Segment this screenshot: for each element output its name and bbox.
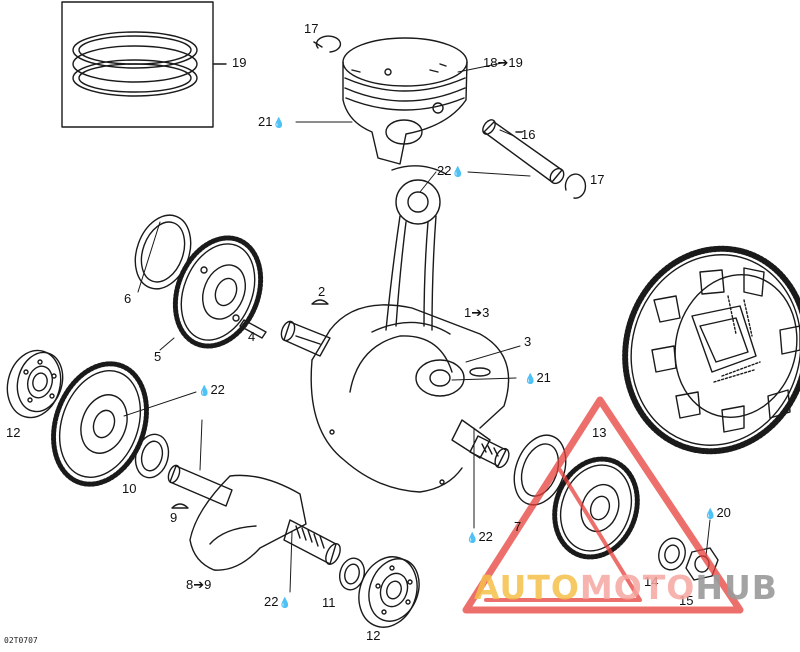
callout-19: 19 <box>232 55 247 70</box>
callout-9: 9 <box>170 510 178 525</box>
callout-13: 13 <box>592 425 607 440</box>
oil-drop-icon: 💧 <box>198 386 211 397</box>
callout-1-3: 1➔3 <box>464 305 490 320</box>
ball-bearing-bottom <box>358 556 420 628</box>
callout-11: 11 <box>322 595 336 610</box>
callout-22-crank: 💧22 <box>466 529 493 545</box>
callout-4: 4 <box>248 329 256 344</box>
callout-7: 7 <box>514 519 522 534</box>
thrust-washer-7 <box>513 434 567 506</box>
callout-17-top: 17 <box>304 21 319 36</box>
dowel-pin-4 <box>239 319 267 339</box>
oil-drop-icon: 💧 <box>272 118 285 129</box>
clutch-housing <box>622 245 800 455</box>
figure-code: 02T0707 <box>4 636 38 645</box>
washer-11 <box>338 557 366 591</box>
connecting-rod <box>371 165 451 335</box>
callout-12-bottom: 12 <box>366 628 381 643</box>
oil-drop-icon: 💧 <box>466 533 479 544</box>
callout-22-gear: 💧22 <box>198 382 225 398</box>
callout-14: 14 <box>644 574 659 589</box>
callout-21-crank: 💧21 <box>524 370 551 386</box>
crankshaft <box>280 304 510 493</box>
callout-3: 3 <box>524 334 532 349</box>
callout-22-shaft: 22💧 <box>264 594 291 610</box>
woodruff-key-2 <box>311 299 329 305</box>
balancer-shaft <box>167 464 341 571</box>
ball-bearing-left <box>6 349 64 419</box>
callout-2: 2 <box>318 284 326 299</box>
piston-pin <box>482 119 565 185</box>
oil-drop-icon: 💧 <box>451 167 464 178</box>
callout-8-9: 8➔9 <box>186 577 212 592</box>
leader-lines <box>123 62 711 593</box>
oil-drop-icon: 💧 <box>524 374 537 385</box>
callout-15: 15 <box>679 593 694 608</box>
balancer-gear-upper <box>172 235 264 349</box>
oil-drop-icon: 💧 <box>278 598 291 609</box>
callout-16: 16 <box>521 127 536 142</box>
callout-17-right: 17 <box>590 172 605 187</box>
watermark-triangle <box>462 396 744 614</box>
callout-18-19: 18➔19 <box>483 55 523 70</box>
woodruff-key-9 <box>171 503 189 509</box>
primary-drive-gear <box>552 456 640 560</box>
callout-22-pin: 22💧 <box>437 163 464 179</box>
callout-12-left: 12 <box>6 425 21 440</box>
watermark-text: AUTOMOTOHUB <box>474 568 778 607</box>
piston-pin-circlip-top <box>313 35 342 53</box>
callout-6: 6 <box>124 291 132 306</box>
callout-20: 💧20 <box>704 505 731 521</box>
oil-drop-icon: 💧 <box>704 509 717 520</box>
callout-10: 10 <box>122 481 137 496</box>
piston-pin-circlip-right <box>564 173 587 199</box>
thrust-washer-10 <box>134 433 170 479</box>
piston <box>342 37 468 165</box>
lock-washer-14 <box>658 537 686 571</box>
balancer-gear-lower <box>51 361 149 487</box>
callout-21-piston: 21💧 <box>258 114 285 130</box>
thrust-washer-6 <box>134 214 192 290</box>
piston-ring-set <box>61 1 227 128</box>
callout-5: 5 <box>154 349 162 364</box>
